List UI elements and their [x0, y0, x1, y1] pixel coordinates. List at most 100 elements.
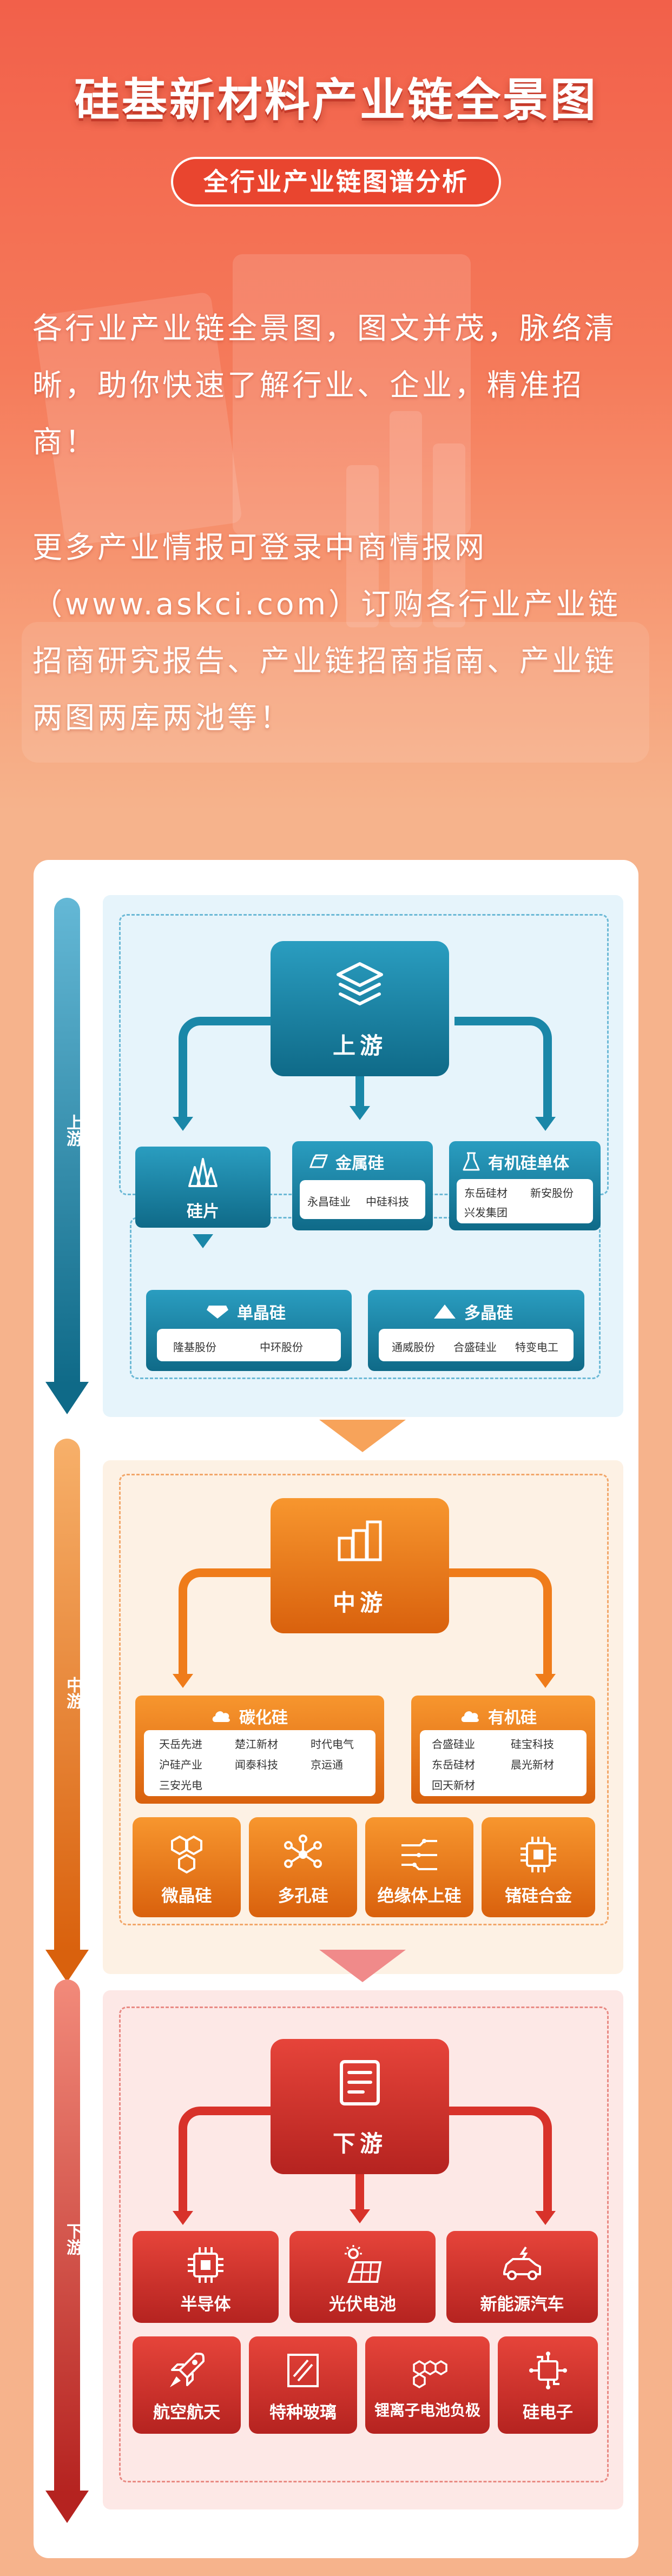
metal-silicon-node: 金属硅 永昌硅业 中硅科技 — [292, 1141, 433, 1230]
connector-line — [179, 2107, 276, 2215]
downstream-dashed-frame — [119, 2007, 609, 2482]
company-name: 京运通 — [311, 1758, 343, 1771]
midstream-hub: 中游 — [271, 1498, 449, 1633]
company-name: 沪硅产业 — [159, 1758, 202, 1771]
application-tile-pv-cell: 光伏电池 — [289, 2231, 436, 2323]
downstream-hub: 下游 — [271, 2039, 449, 2174]
company-name: 通威股份 — [392, 1341, 435, 1354]
mono-silicon-label: 单晶硅 — [237, 1304, 286, 1323]
silicon-carbide-companies: 天岳先进 楚江新材 时代电气 沪硅产业 闻泰科技 京运通 三安光电 — [144, 1730, 375, 1796]
downstream-track: 下游 — [54, 1979, 82, 2493]
company-name: 永昌硅业 — [307, 1195, 351, 1208]
application-tile-nev: 新能源汽车 — [446, 2231, 598, 2323]
product-label: 微晶硅 — [161, 1886, 212, 1906]
upstream-track-label: 上游 — [63, 1114, 82, 1147]
connector-arrowhead — [350, 1106, 370, 1120]
connector-arrowhead — [535, 1117, 556, 1131]
circuit-lines-icon — [401, 1839, 437, 1870]
application-label: 航空航天 — [153, 2403, 220, 2422]
company-name: 特变电工 — [515, 1341, 558, 1354]
connector-arrowhead — [173, 1117, 193, 1131]
connector-line — [454, 1017, 552, 1120]
connector-line — [179, 1017, 281, 1120]
application-label: 硅电子 — [523, 2403, 573, 2422]
upstream-hub: 上游 — [271, 941, 449, 1076]
hexagon-chain-icon — [413, 2360, 447, 2389]
downstream-hub-label: 下游 — [332, 2130, 387, 2157]
poly-silicon-node: 多晶硅 通威股份 合盛硅业 特变电工 — [368, 1290, 584, 1371]
product-tile-soi: 绝缘体上硅 — [365, 1817, 473, 1917]
mono-silicon-node: 单晶硅 隆基股份 中环股份 — [146, 1290, 352, 1371]
silicon-carbide-node: 碳化硅 天岳先进 楚江新材 时代电气 沪硅产业 闻泰科技 京运通 三安光电 — [135, 1696, 384, 1804]
application-label: 光伏电池 — [329, 2295, 396, 2314]
company-name: 中环股份 — [260, 1341, 303, 1354]
connector-line — [449, 2107, 552, 2215]
gem-icon — [207, 1306, 228, 1319]
organosilicon-monomer-node: 有机硅单体 东岳硅材 新安股份 兴发集团 — [449, 1141, 601, 1230]
application-label: 特种玻璃 — [269, 2403, 337, 2422]
connector-arrowhead — [350, 2209, 370, 2223]
organosilicon-monomer-label: 有机硅单体 — [488, 1154, 569, 1173]
wafer-label: 硅片 — [187, 1202, 219, 1221]
document-list-icon — [340, 2060, 380, 2105]
layers-icon — [337, 962, 383, 1005]
intro-paragraph-more: 更多产业情报可登录中商情报网（www.askci.com）订购各行业产业链招商研… — [32, 530, 621, 735]
company-name: 闻泰科技 — [235, 1758, 278, 1771]
intro-paragraph: 各行业产业链全景图，图文并茂，脉络清晰，助你快速了解行业、企业，精准招商！ — [32, 311, 617, 459]
poly-silicon-label: 多晶硅 — [464, 1304, 513, 1323]
page-subtitle: 全行业产业链图谱分析 — [171, 157, 501, 207]
product-tile-sige: 锗硅合金 — [482, 1817, 595, 1917]
application-tile-silicon-electronics: 硅电子 — [498, 2336, 598, 2434]
decoration-panel — [233, 254, 471, 535]
upstream-track-arrow — [45, 1382, 89, 1414]
connector-arrowhead — [173, 1674, 193, 1688]
cloud-icon — [212, 1711, 230, 1722]
company-name: 天岳先进 — [159, 1738, 202, 1751]
midstream-dashed-frame — [119, 1474, 609, 1925]
stage-transition-arrow — [319, 1420, 406, 1452]
organic-silicon-label: 有机硅 — [488, 1708, 537, 1727]
application-tile-aerospace: 航空航天 — [133, 2336, 241, 2434]
company-name: 合盛硅业 — [432, 1738, 475, 1751]
company-name: 回天新材 — [432, 1779, 475, 1792]
organosilicon-monomer-companies: 东岳硅材 新安股份 兴发集团 — [457, 1179, 593, 1223]
organic-silicon-node: 有机硅 合盛硅业 硅宝科技 东岳硅材 晨光新材 回天新材 — [411, 1696, 595, 1804]
organic-silicon-companies: 合盛硅业 硅宝科技 东岳硅材 晨光新材 回天新材 — [420, 1730, 587, 1796]
product-tile-porous: 多孔硅 — [249, 1817, 357, 1917]
metal-bar-icon — [309, 1154, 328, 1168]
circuit-chip-icon — [529, 2352, 567, 2389]
connector-arrowhead — [173, 2211, 193, 2225]
company-name: 兴发集团 — [464, 1206, 508, 1219]
crystal-icon — [188, 1158, 218, 1187]
connector-arrowhead — [535, 1674, 556, 1688]
electric-car-icon — [503, 2246, 541, 2280]
poly-silicon-companies: 通威股份 合盛硅业 特变电工 — [379, 1329, 574, 1361]
rocket-icon — [170, 2353, 205, 2387]
application-label: 新能源汽车 — [480, 2295, 564, 2314]
company-name: 新安股份 — [530, 1187, 574, 1200]
connector-arrowhead — [535, 2211, 556, 2225]
company-name: 合盛硅业 — [453, 1341, 497, 1354]
wafer-down-arrow — [193, 1234, 213, 1248]
building-blocks-icon — [338, 1520, 382, 1561]
metal-silicon-label: 金属硅 — [335, 1154, 384, 1173]
flask-icon — [463, 1152, 480, 1171]
application-tile-semiconductor: 半导体 — [133, 2231, 279, 2323]
application-tile-li-anode: 锂离子电池负极 — [365, 2336, 490, 2434]
solar-panel-icon — [345, 2245, 382, 2283]
stage-transition-arrow — [319, 1950, 406, 1982]
product-label: 多孔硅 — [278, 1886, 328, 1906]
connector-line — [449, 1568, 552, 1677]
upstream-track: 上游 — [54, 898, 82, 1385]
company-name: 隆基股份 — [173, 1341, 216, 1354]
connector-line — [355, 2169, 364, 2212]
product-label: 绝缘体上硅 — [377, 1886, 462, 1906]
midstream-track: 中游 — [54, 1439, 82, 1952]
company-name: 楚江新材 — [235, 1738, 278, 1751]
midstream-track-arrow — [45, 1950, 89, 1982]
pyramid-icon — [434, 1304, 456, 1319]
company-name: 硅宝科技 — [511, 1738, 554, 1751]
chip-icon — [188, 2247, 223, 2283]
chip-icon — [521, 1837, 556, 1872]
decoration-platform — [22, 622, 649, 763]
